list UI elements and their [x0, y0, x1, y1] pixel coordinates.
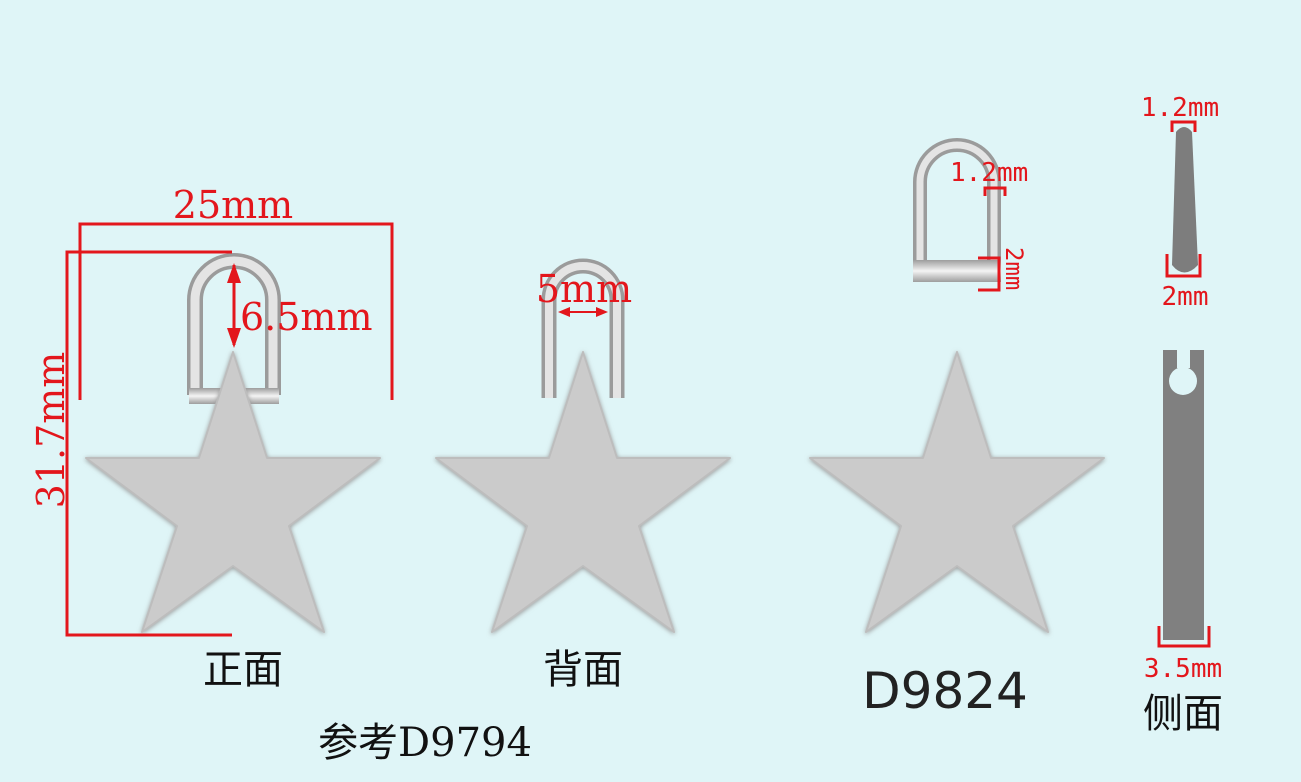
reference-code: 参考D9794: [318, 720, 532, 766]
side-view: 1.2mm 2mm 3.5mm 侧面: [1141, 93, 1223, 737]
height-dimension-frame: [65, 250, 232, 637]
side-top-label: 1.2mm: [1141, 93, 1219, 123]
side-loop-profile: [1172, 127, 1198, 273]
width-label: 25mm: [173, 183, 293, 227]
side-bottom-label: 3.5mm: [1144, 654, 1222, 684]
back-view: 5mm 背面 参考D9794: [318, 258, 731, 766]
loop-width-arrowhead-left: [558, 307, 570, 317]
back-caption: 背面: [543, 647, 623, 693]
wire-label: 1.2mm: [950, 158, 1028, 188]
front-star: [85, 351, 381, 633]
side-body: [1163, 350, 1204, 640]
back-star: [435, 351, 731, 633]
height-label: 31.7mm: [29, 352, 73, 509]
side-bottom-bracket: [1157, 626, 1211, 648]
front-caption: 正面: [203, 647, 283, 693]
front-view: 25mm 31.7mm 6.5mm 正面: [29, 183, 394, 693]
bar-label: 2mm: [1000, 247, 1028, 290]
loop-width-label: 5mm: [536, 267, 632, 311]
side-caption: 侧面: [1143, 691, 1223, 737]
side-mid-bracket: [1165, 254, 1202, 278]
loop-height-arrowhead-bottom: [227, 328, 241, 348]
side-mid-label: 2mm: [1162, 282, 1209, 312]
loop-width-arrowhead-right: [596, 307, 608, 317]
loop-height-label: 6.5mm: [240, 295, 373, 339]
alt-view: 1.2mm 2mm D9824: [809, 138, 1105, 720]
side-hole: [1169, 367, 1197, 395]
alt-code: D9824: [862, 662, 1028, 720]
bar-dimension-bracket: [978, 256, 1001, 292]
loop-height-arrowhead-top: [227, 263, 241, 283]
width-dimension-frame: [78, 222, 394, 400]
wire-dimension-bracket: [983, 186, 1007, 196]
alt-star: [809, 351, 1105, 633]
alt-bar: [913, 260, 1001, 282]
side-top-bracket: [1170, 120, 1197, 132]
